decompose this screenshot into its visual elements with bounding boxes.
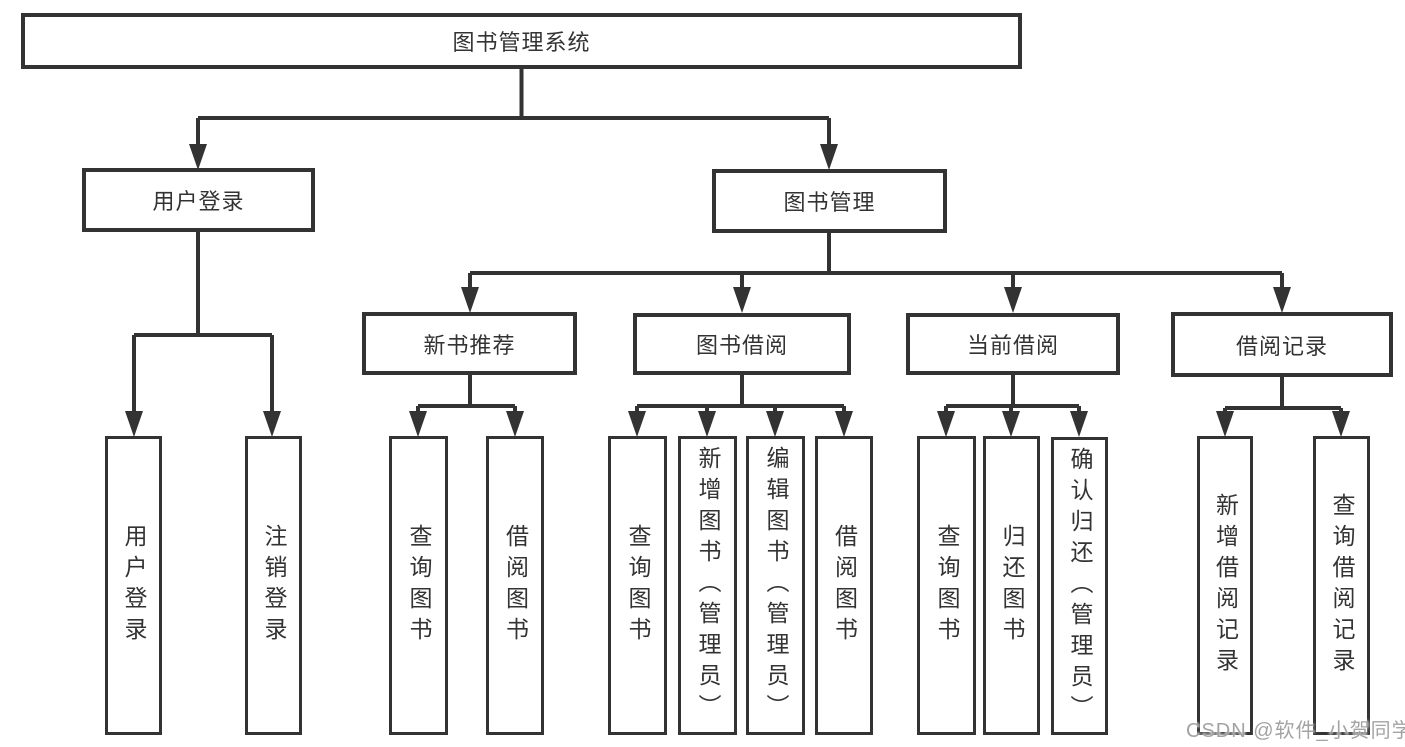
node-book-management: 图书管理 <box>712 169 947 233</box>
leaf-borrow-books: 借阅图书 <box>815 436 873 735</box>
node-label: 图书管理系统 <box>452 30 591 55</box>
leaf-query-books-borrow: 查询图书 <box>608 436 667 735</box>
node-book-borrow: 图书借阅 <box>633 313 851 375</box>
leaf-logout: 注销登录 <box>245 436 302 735</box>
leaf-label: 新增图书（管理员） <box>695 446 721 725</box>
leaf-label: 编辑图书（管理员） <box>763 446 789 725</box>
leaf-label: 查询图书 <box>625 523 651 648</box>
leaf-label: 新增借阅记录 <box>1212 492 1239 679</box>
node-label: 用户登录 <box>152 189 245 214</box>
leaf-query-books-recommend: 查询图书 <box>389 436 448 735</box>
node-label: 新书推荐 <box>423 332 516 358</box>
leaf-label: 注销登录 <box>261 523 287 648</box>
node-label: 借阅记录 <box>1235 333 1328 359</box>
leaf-confirm-return-admin: 确认归还（管理员） <box>1051 437 1108 735</box>
leaf-label: 确认归还（管理员） <box>1067 446 1093 726</box>
leaf-label: 借阅图书 <box>831 523 858 648</box>
leaf-label: 查询借阅记录 <box>1329 492 1355 679</box>
leaf-query-borrow-record: 查询借阅记录 <box>1313 436 1370 735</box>
leaf-label: 查询图书 <box>934 523 960 648</box>
leaf-query-books-current: 查询图书 <box>917 436 976 735</box>
leaf-label: 用户登录 <box>121 523 147 648</box>
leaf-label: 借阅图书 <box>502 523 529 648</box>
leaf-user-login: 用户登录 <box>105 436 162 735</box>
leaf-edit-books-admin: 编辑图书（管理员） <box>746 436 805 735</box>
leaf-label: 查询图书 <box>406 523 432 648</box>
leaf-add-borrow-record: 新增借阅记录 <box>1197 436 1253 735</box>
node-root-library-system: 图书管理系统 <box>21 13 1022 69</box>
leaf-label: 归还图书 <box>999 523 1025 648</box>
node-label: 图书管理 <box>783 190 876 215</box>
node-label: 当前借阅 <box>966 333 1059 358</box>
node-new-book-recommend: 新书推荐 <box>362 312 577 375</box>
node-borrow-records: 借阅记录 <box>1171 312 1393 377</box>
node-user-login: 用户登录 <box>82 168 315 232</box>
leaf-return-books: 归还图书 <box>983 436 1040 735</box>
node-label: 图书借阅 <box>695 333 788 358</box>
node-current-borrow: 当前借阅 <box>906 313 1120 375</box>
leaf-add-books-admin: 新增图书（管理员） <box>678 436 737 735</box>
leaf-borrow-books-recommend: 借阅图书 <box>486 436 544 735</box>
csdn-watermark: CSDN @软件_小贺同学 <box>1186 720 1405 742</box>
